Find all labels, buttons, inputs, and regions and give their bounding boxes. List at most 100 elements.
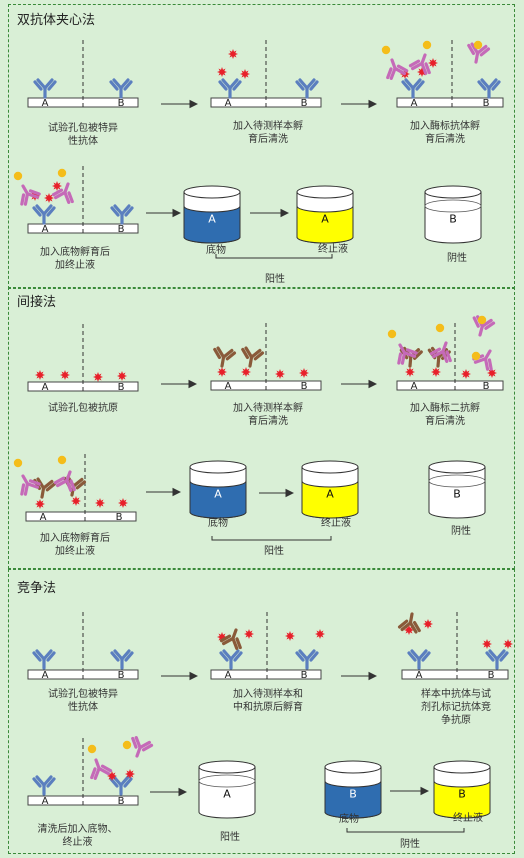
step-label: 加入底物孵育后 加终止液: [40, 247, 110, 271]
antibody: [401, 78, 425, 99]
stop-solution-label: 终止液: [453, 813, 483, 824]
enzyme-mark: [57, 168, 67, 178]
antigen-mark: [117, 371, 127, 381]
enzyme-mark: [473, 40, 483, 50]
antigen-mark: [228, 49, 238, 59]
well-b-label: B: [483, 381, 490, 392]
well-a-label: A: [42, 796, 49, 807]
step-label: 加入酶标二抗孵 育后清洗: [410, 403, 480, 427]
well-letter: B: [458, 788, 466, 801]
reaction-well: B: [324, 760, 382, 819]
antibody: [33, 78, 57, 99]
reaction-well: A: [198, 760, 256, 819]
enzyme-mark: [435, 323, 445, 333]
enzyme-mark: [381, 45, 391, 55]
well-plate: [25, 511, 137, 522]
antigen-mark: [60, 370, 70, 380]
enzyme-antibody: [467, 42, 491, 64]
step-label: 试验孔包被特异 性抗体: [48, 689, 118, 713]
antigen-mark: [240, 69, 250, 79]
reaction-well: B: [424, 185, 482, 244]
reaction-well: A: [296, 185, 354, 244]
antigen-mark: [93, 372, 103, 382]
enzyme-mark: [87, 744, 97, 754]
enzyme-mark: [471, 351, 481, 361]
substrate-label: 底物: [339, 814, 359, 825]
positive-label: 阳性: [264, 546, 284, 557]
well-b-label: B: [488, 670, 495, 681]
enzyme-mark: [477, 315, 487, 325]
enzyme-mark: [122, 740, 132, 750]
antibody: [109, 775, 133, 796]
antigen-mark: [217, 367, 227, 377]
step-label: 试验孔包被抗原: [48, 403, 118, 414]
antibody: [485, 649, 509, 670]
section-indirect: [8, 287, 515, 569]
antibody: [32, 775, 56, 796]
well-b-label: B: [116, 512, 123, 523]
step-label: 样本中抗体与试 剂孔标记抗体竞 争抗原: [421, 689, 491, 726]
negative-label: 阴性: [447, 253, 467, 264]
reaction-well: A: [189, 460, 247, 519]
well-letter: B: [453, 488, 461, 501]
substrate-label: 底物: [206, 245, 226, 256]
section-title-indirect: 间接法: [17, 295, 57, 310]
well-letter: A: [214, 488, 222, 501]
antigen-mark: [118, 498, 128, 508]
well-a-label: A: [411, 381, 418, 392]
step-label: 加入酶标抗体孵 育后清洗: [410, 121, 480, 145]
step-label: 加入待测样本孵 育后清洗: [233, 121, 303, 145]
well-b-label: B: [118, 796, 125, 807]
step-label: 加入待测样本和 中和抗原后孵育: [233, 689, 303, 713]
well-plate: [396, 97, 504, 108]
antibody: [32, 204, 56, 225]
well-a-label: A: [225, 381, 232, 392]
antigen-mark: [503, 639, 513, 649]
well-b-label: B: [118, 224, 125, 235]
negative-label: 阴性: [400, 839, 420, 850]
well-b-label: B: [301, 670, 308, 681]
antibody: [109, 78, 133, 99]
well-letter: A: [223, 788, 231, 801]
section-title-sandwich: 双抗体夹心法: [17, 13, 96, 28]
enzyme-antibody: [131, 736, 154, 758]
antigen-mark: [299, 368, 309, 378]
sample-antibody: [397, 612, 421, 634]
well-plate: [396, 380, 504, 391]
bracket: [346, 828, 465, 833]
well-a-label: A: [42, 382, 49, 393]
antigen-mark: [95, 498, 105, 508]
well-letter: B: [449, 213, 457, 226]
antibody: [295, 78, 319, 99]
antigen-mark: [275, 369, 285, 379]
step-label: 清洗后加入底物、 终止液: [37, 824, 118, 848]
antibody: [295, 649, 319, 670]
enzyme-antibody: [386, 58, 409, 80]
well-a-label: A: [42, 670, 49, 681]
antigen-mark: [431, 367, 441, 377]
stop-solution-label: 终止液: [318, 244, 348, 255]
enzyme-mark: [422, 40, 432, 50]
bracket: [211, 536, 332, 541]
positive-label: 阳性: [265, 274, 285, 285]
antibody: [218, 78, 242, 99]
well-b-label: B: [118, 382, 125, 393]
sample-antibody: [213, 346, 237, 368]
step-label: 试验孔包被特异 性抗体: [48, 123, 118, 147]
substrate-label: 底物: [208, 518, 228, 529]
well-a-label: A: [225, 98, 232, 109]
well-b-label: B: [483, 98, 490, 109]
well-a-label: A: [42, 98, 49, 109]
antigen-mark: [217, 67, 227, 77]
antibody: [219, 649, 243, 670]
antigen-mark: [315, 629, 325, 639]
enzyme-mark: [13, 171, 23, 181]
antigen-mark: [487, 368, 497, 378]
positive-label: 阳性: [220, 832, 240, 843]
antigen-mark: [35, 370, 45, 380]
sample-antibody: [241, 346, 265, 368]
section-competitive: [8, 569, 515, 854]
antibody: [110, 649, 134, 670]
antibody: [32, 649, 56, 670]
